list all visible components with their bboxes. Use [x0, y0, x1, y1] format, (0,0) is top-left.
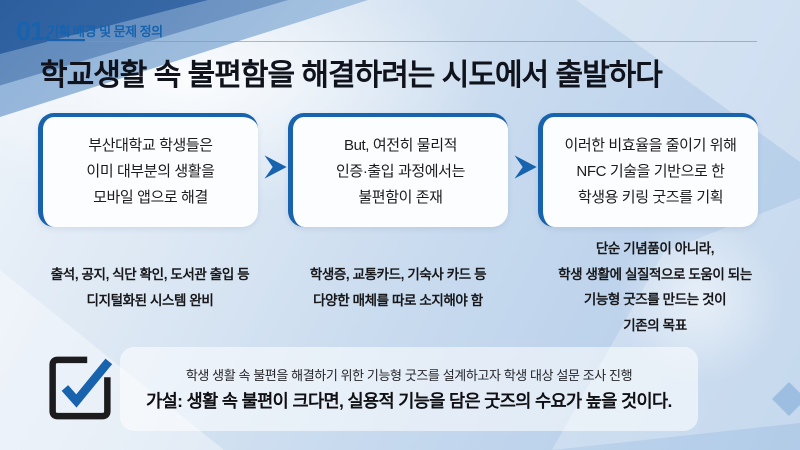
bg-diamond-accent [772, 382, 800, 416]
flow-note-3-line: 학생 생활에 실질적으로 도움이 되는 [558, 266, 752, 282]
flow-box-1-line: 이미 대부분의 생활을 [86, 163, 215, 181]
flow-note-1-line: 출석, 공지, 식단 확인, 도서관 출입 등 [50, 267, 250, 282]
flow-box-1: 부산대학교 학생들은 이미 대부분의 생활을 모바일 앱으로 해결 [38, 113, 258, 227]
flow-note-3-line: 기존의 목표 [623, 317, 687, 333]
flow-box-3: 이러한 비효율을 줄이기 위해 NFC 기술을 기반으로 한 학생용 키링 굿즈… [538, 113, 758, 227]
flow-note-1: 출석, 공지, 식단 확인, 도서관 출입 등 디지털화된 시스템 완비 [30, 262, 270, 313]
flow-note-3-line: 기능형 굿즈를 만드는 것이 [583, 292, 727, 308]
section-underline [47, 39, 85, 42]
chevron-right-icon [264, 155, 287, 179]
header-rule [47, 41, 757, 42]
chevron-right-icon [514, 155, 537, 179]
flow-note-2-line: 다양한 매체를 따로 소지해야 함 [313, 292, 483, 308]
flow-box-2-line: 불편함이 존재 [358, 188, 443, 206]
flow-note-2: 학생증, 교통카드, 기숙사 카드 등 다양한 매체를 따로 소지해야 함 [278, 262, 518, 313]
checked-checkbox-icon [49, 356, 113, 420]
flow-note-2-line: 학생증, 교통카드, 기숙사 카드 등 [309, 267, 487, 282]
section-label: 기획 배경 및 문제 정의 [47, 24, 163, 39]
flow-box-3-line: 학생용 키링 굿즈를 기획 [577, 188, 724, 206]
flow-box-3-line: 이러한 비효율을 줄이기 위해 [564, 137, 737, 155]
flow-note-3: 단순 기념품이 아니라, 학생 생활에 실질적으로 도움이 되는 기능형 굿즈를… [525, 236, 785, 339]
flow-box-1-line: 부산대학교 학생들은 [88, 137, 213, 155]
flow-box-3-line: NFC 기술을 기반으로 한 [576, 163, 725, 181]
footer-hypothesis-text: 가설: 생활 속 불편이 크다면, 실용적 기능을 담은 굿즈의 수요가 높을 … [146, 391, 672, 411]
flow-box-3-text: 이러한 비효율을 줄이기 위해 NFC 기술을 기반으로 한 학생용 키링 굿즈… [564, 133, 737, 210]
flow-box-2-line: 인증·출입 과정에서는 [336, 163, 465, 181]
section-number: 01. [16, 16, 52, 46]
footer-summary-box: 학생 생활 속 불편을 해결하기 위한 기능형 굿즈를 설계하고자 학생 대상 … [120, 347, 698, 431]
flow-box-2: But, 여전히 물리적 인증·출입 과정에서는 불편함이 존재 [288, 113, 508, 227]
flow-box-1-line: 모바일 앱으로 해결 [93, 188, 208, 206]
footer-survey-text: 학생 생활 속 불편을 해결하기 위한 기능형 굿즈를 설계하고자 학생 대상 … [185, 368, 633, 383]
flow-note-3-line: 단순 기념품이 아니라, [595, 241, 715, 256]
flow-box-2-line: But, 여전히 물리적 [343, 137, 458, 155]
page-title: 학교생활 속 불편함을 해결하려는 시도에서 출발하다 [40, 59, 663, 92]
flow-box-2-text: But, 여전히 물리적 인증·출입 과정에서는 불편함이 존재 [336, 133, 465, 210]
flow-box-1-text: 부산대학교 학생들은 이미 대부분의 생활을 모바일 앱으로 해결 [86, 133, 215, 210]
flow-note-1-line: 디지털화된 시스템 완비 [86, 292, 214, 308]
